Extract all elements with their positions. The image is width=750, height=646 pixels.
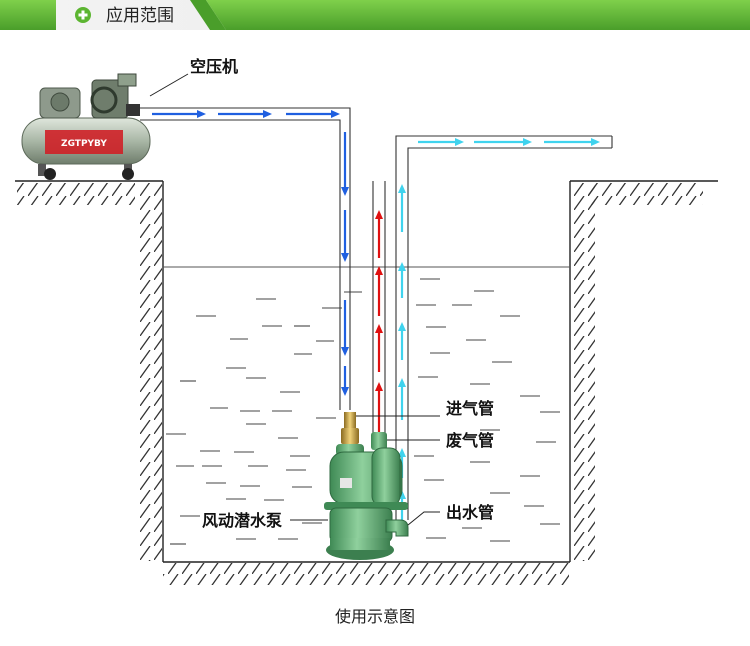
air-compressor: ZGTPYBY — [21, 73, 151, 180]
pneumatic-submersible-pump — [324, 412, 409, 560]
section-header: 应用范围 — [0, 0, 750, 30]
air-flow-arrow-head — [331, 110, 340, 118]
outlet-water-pipe — [395, 135, 613, 530]
exhaust-flow-arrow-head — [375, 210, 383, 219]
pit-structure — [15, 180, 718, 585]
exhaust-flow-arrow-head — [375, 324, 383, 333]
exhaust-pipe — [372, 181, 386, 440]
plus-circle-icon — [75, 7, 91, 23]
callout-lines — [149, 73, 440, 526]
water-flow-arrow-head — [398, 262, 406, 271]
water-body — [166, 278, 560, 545]
water-flow-arrow-head — [398, 378, 406, 387]
water-flow-arrow-head — [523, 138, 532, 146]
water-flow-arrow-head — [455, 138, 464, 146]
air-flow-arrow-head — [197, 110, 206, 118]
air-flow-arrow-head — [341, 253, 349, 262]
water-flow-arrow-head — [591, 138, 600, 146]
air-flow-arrow-head — [263, 110, 272, 118]
air-flow-arrow-head — [341, 387, 349, 396]
water-flow-arrow-head — [398, 184, 406, 193]
air-flow-arrow-head — [341, 187, 349, 196]
water-flow-arrow-head — [398, 322, 406, 331]
label-outlet-pipe: 出水管 — [446, 503, 494, 522]
air-supply-pipe — [140, 107, 351, 410]
label-air-inlet-pipe: 进气管 — [446, 399, 494, 418]
diagram-caption: 使用示意图 — [335, 607, 415, 626]
air-flow-arrows — [152, 110, 349, 396]
label-pump: 风动潜水泵 — [202, 511, 282, 530]
exhaust-flow-arrow-head — [375, 266, 383, 275]
compressor-brand: ZGTPYBY — [61, 139, 107, 149]
label-exhaust-pipe: 废气管 — [446, 431, 494, 450]
exhaust-flow-arrows — [375, 210, 383, 432]
section-title: 应用范围 — [106, 6, 174, 26]
exhaust-flow-arrow-head — [375, 382, 383, 391]
air-flow-arrow-head — [341, 347, 349, 356]
label-air-compressor: 空压机 — [190, 57, 238, 76]
